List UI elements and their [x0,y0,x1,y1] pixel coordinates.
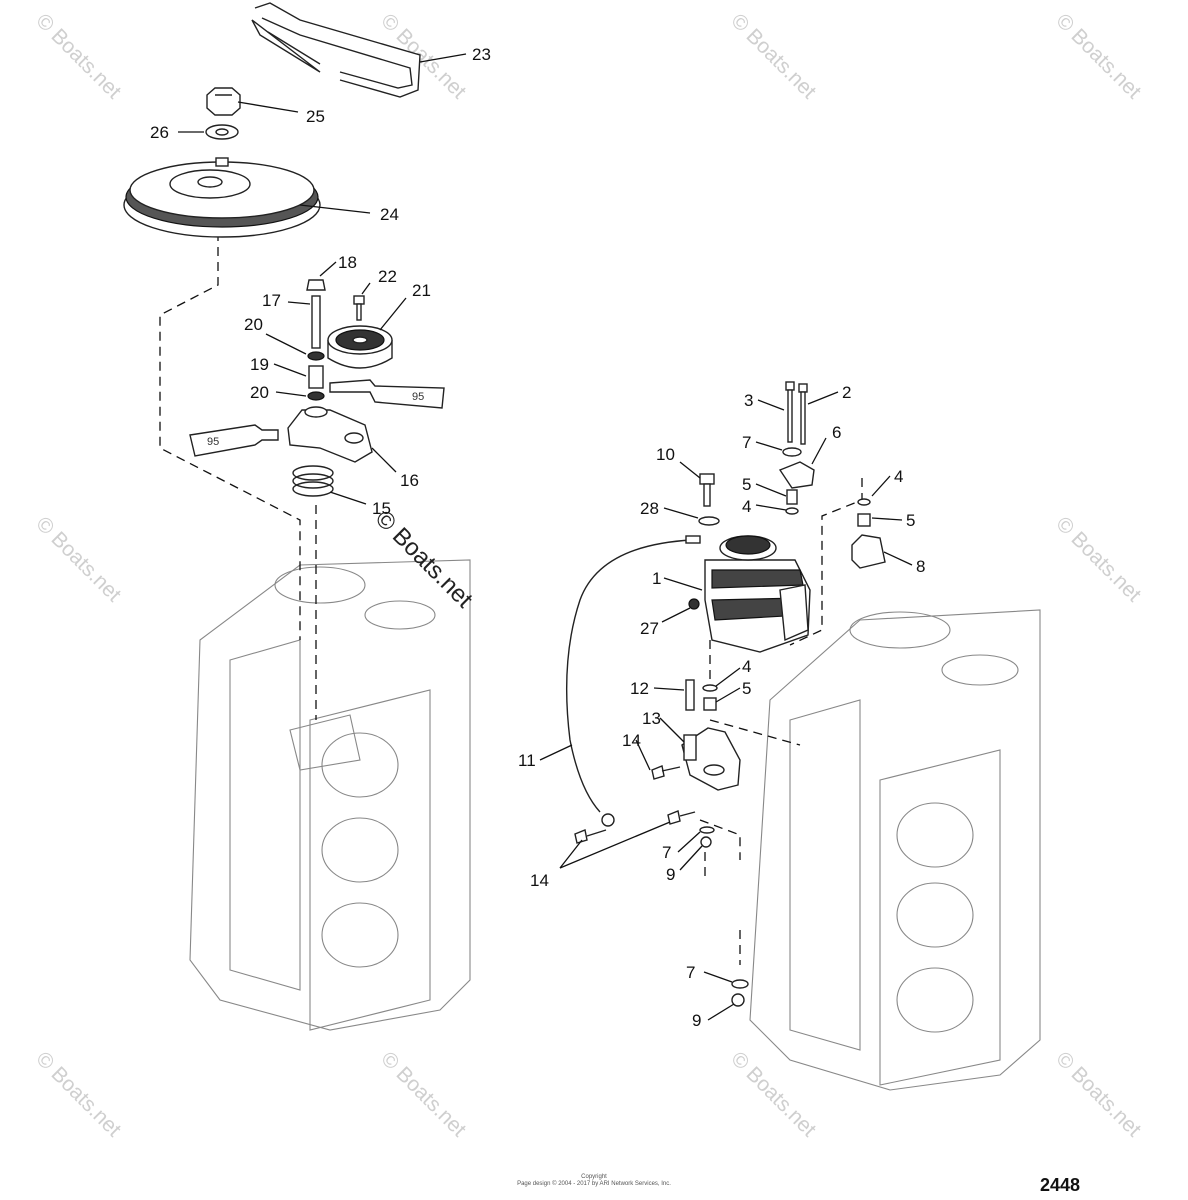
watermark: © Boats.net [1051,9,1145,103]
callout-4-lower: 4 [742,657,751,676]
callout-22: 22 [378,267,397,286]
upper-washer-7 [782,447,802,457]
drive-belt [251,2,421,98]
callout-10: 10 [656,445,675,464]
flywheel-nut [206,87,241,116]
callout-6: 6 [832,423,841,442]
idler-washer-upper [307,351,325,361]
callout-1: 1 [652,569,661,588]
right-engine-block [749,609,1041,1091]
watermark: © Boats.net [31,1047,125,1141]
spacer-5-upper [786,489,798,505]
bolt-14-lower-b [667,810,696,825]
callout-9-bottom: 9 [692,1011,701,1030]
flywheel [123,157,321,238]
washer-7-mid [699,826,715,834]
alternator-mount [681,727,741,791]
copyright-line: Copyright [581,1174,607,1180]
callout-5-right: 5 [906,511,915,530]
callout-14-upper: 14 [622,731,641,750]
bolt-14-lower-a [574,829,607,844]
washer-7-bottom [731,979,749,989]
idler-pulley [327,325,393,369]
callout-7-mid: 7 [662,843,671,862]
spacer-5-right [857,513,871,527]
sealant-tube-lower: 95 [189,424,279,457]
callout-11: 11 [518,751,536,770]
callout-7-bottom: 7 [686,963,695,982]
pulley-bolt [353,295,365,321]
washer-4-lower [702,684,718,692]
alternator [704,535,811,653]
watermark: © Boats.net [726,1047,820,1141]
watermark: © Boats.net [31,512,125,606]
nut-9-mid [700,836,712,848]
bolt-14-upper [651,765,681,780]
center-watermark: © Boats.net [370,505,478,613]
tube-label: 95 [412,391,424,403]
callout-4-right: 4 [894,467,903,486]
washer-4-upper [785,507,799,515]
callout-15: 15 [372,499,391,518]
callout-8: 8 [916,557,925,576]
watermark: © Boats.net [376,1047,470,1141]
left-engine-block [189,559,471,1031]
callout-26: 26 [150,123,169,142]
callout-4-upper: 4 [742,497,751,516]
idler-nut [306,279,326,291]
nut-9-bottom [731,993,745,1007]
callout-16: 16 [400,471,419,490]
alternator-bolt-10 [699,473,715,507]
diagram-number: 2448 [1039,1175,1080,1195]
callout-5-upper: 5 [742,475,751,494]
callout-28: 28 [640,499,659,518]
callout-9-mid: 9 [666,865,675,884]
callout-20-upper: 20 [244,315,263,334]
idler-washer-lower [307,391,325,401]
watermark: © Boats.net [1051,512,1145,606]
callout-3: 3 [744,391,753,410]
washer-28 [698,516,720,526]
callout-24: 24 [380,205,399,224]
callout-7-upper: 7 [742,433,751,452]
assembly-lines [159,232,863,965]
idler-spacer [308,365,324,389]
watermark: © Boats.net [31,9,125,103]
callout-17: 17 [262,291,281,310]
callout-25: 25 [306,107,325,126]
flywheel-washer [205,124,239,140]
callout-27: 27 [640,619,659,638]
callout-13: 13 [642,709,661,728]
bracket-spring [292,465,334,497]
idler-bracket [287,406,373,463]
stud-12 [685,679,695,711]
nut-27 [688,598,700,610]
callout-2: 2 [842,383,851,402]
copyright-line: Page design © 2004 - 2017 by ARI Network… [517,1181,671,1187]
callout-20-lower: 20 [250,383,269,402]
tube-label: 95 [207,436,219,448]
callout-5-lower: 5 [742,679,751,698]
mounting-bolts [785,381,808,445]
callout-12: 12 [630,679,649,698]
alternator-bracket-8 [851,534,886,569]
callout-labels: 23 25 26 24 18 22 21 17 20 19 20 16 15 3… [150,45,925,1030]
sealant-tube-upper: 95 [329,379,445,409]
callout-21: 21 [412,281,431,300]
spacer-5-lower [703,697,717,711]
copyright-notice: Copyright Page design © 2004 - 2017 by A… [0,1174,1188,1188]
callout-14-lower: 14 [530,871,549,890]
idler-stud [311,295,321,349]
leader-lines [178,53,913,1021]
alternator-bracket-6 [778,461,815,489]
watermark: © Boats.net [1051,1047,1145,1141]
ground-cable [565,535,701,827]
callout-19: 19 [250,355,269,374]
callout-18: 18 [338,253,357,272]
watermark: © Boats.net [726,9,820,103]
callout-23: 23 [472,45,491,64]
washer-4-right [857,498,871,506]
